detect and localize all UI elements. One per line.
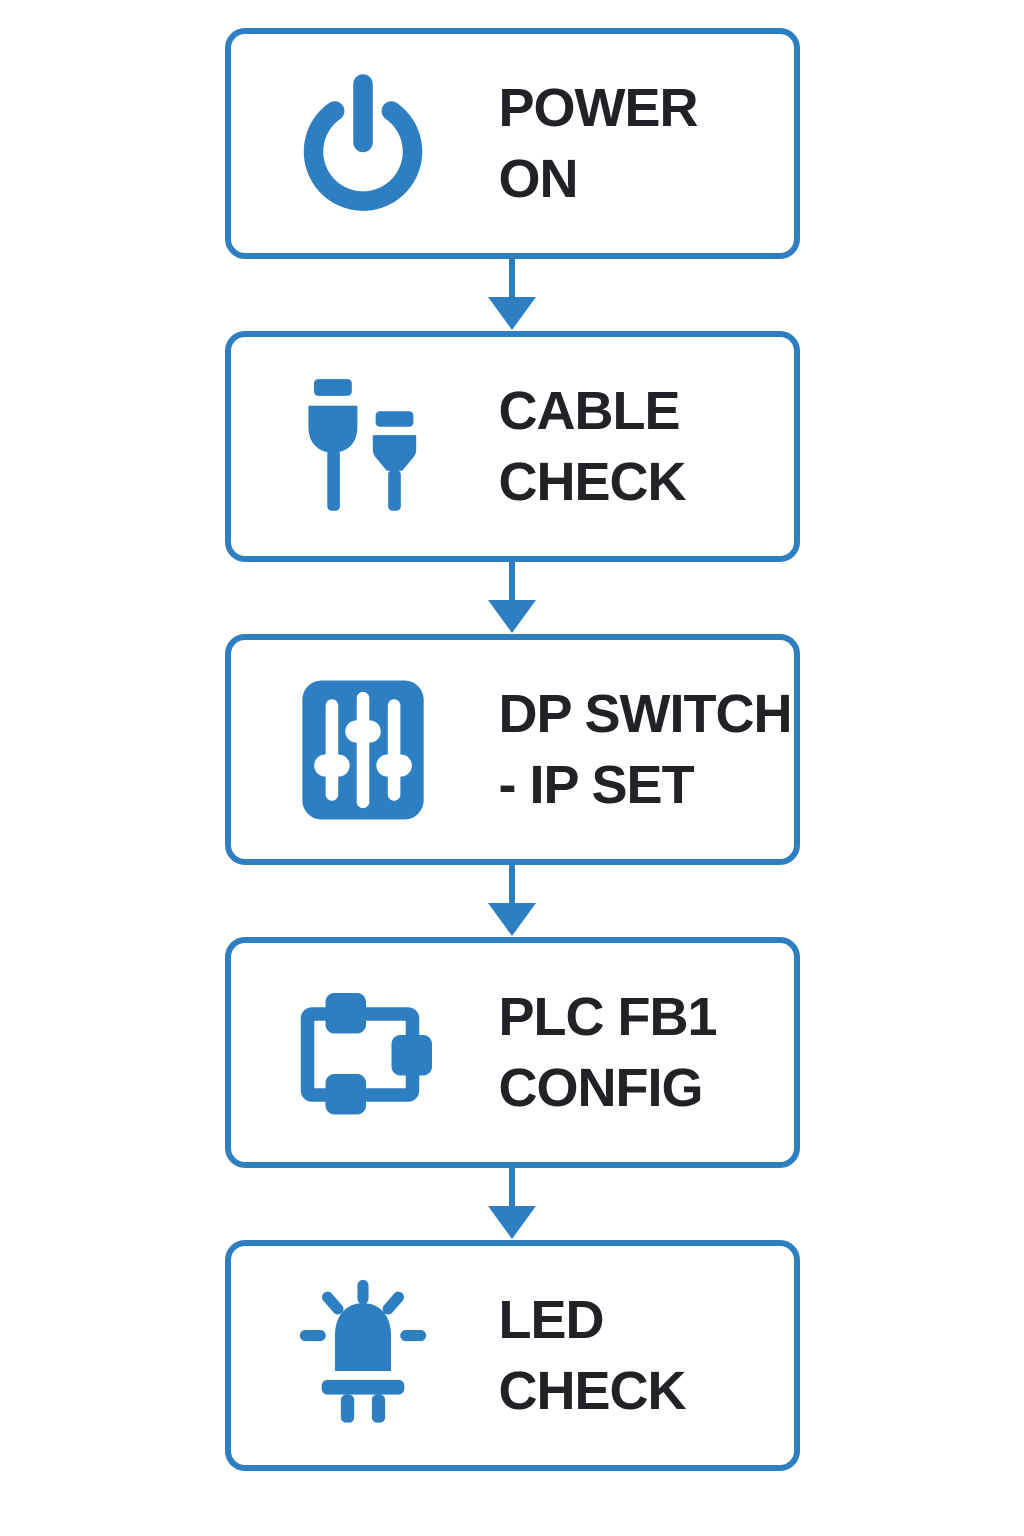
step-label-line: LED (498, 1290, 605, 1351)
flow-step-led-check: LED CHECK (224, 1240, 800, 1471)
step-label-line: CABLE (498, 381, 681, 442)
step-label-line: CHECK (498, 451, 687, 512)
network-nodes-icon (287, 974, 439, 1132)
step-label-line: CONFIG (498, 1057, 704, 1118)
flow-arrow-down-icon (484, 259, 540, 331)
flowchart: POWER ON CABLE CHECK (224, 28, 800, 1471)
power-icon (287, 65, 439, 223)
flow-step-dp-switch-ip-set: DP SWITCH - IP SET (224, 634, 800, 865)
step-label: POWER ON (498, 73, 699, 213)
step-label-line: ON (498, 148, 579, 209)
cable-connectors-icon (287, 368, 439, 526)
step-label: LED CHECK (498, 1285, 687, 1425)
flow-arrow-down-icon (484, 562, 540, 634)
step-label-line: POWER (498, 78, 699, 139)
step-label-line: PLC FB1 (498, 987, 718, 1048)
step-label: PLC FB1 CONFIG (498, 982, 718, 1122)
flow-step-cable-check: CABLE CHECK (224, 331, 800, 562)
led-icon (287, 1277, 439, 1435)
flow-step-power-on: POWER ON (224, 28, 800, 259)
step-label: DP SWITCH - IP SET (498, 679, 793, 819)
flow-arrow-down-icon (484, 1168, 540, 1240)
dip-switch-sliders-icon (287, 671, 439, 829)
flow-step-plc-fb1-config: PLC FB1 CONFIG (224, 937, 800, 1168)
step-label-line: DP SWITCH (498, 684, 793, 745)
step-label-line: CHECK (498, 1360, 687, 1421)
step-label: CABLE CHECK (498, 376, 687, 516)
flow-arrow-down-icon (484, 865, 540, 937)
step-label-line: - IP SET (498, 754, 695, 815)
